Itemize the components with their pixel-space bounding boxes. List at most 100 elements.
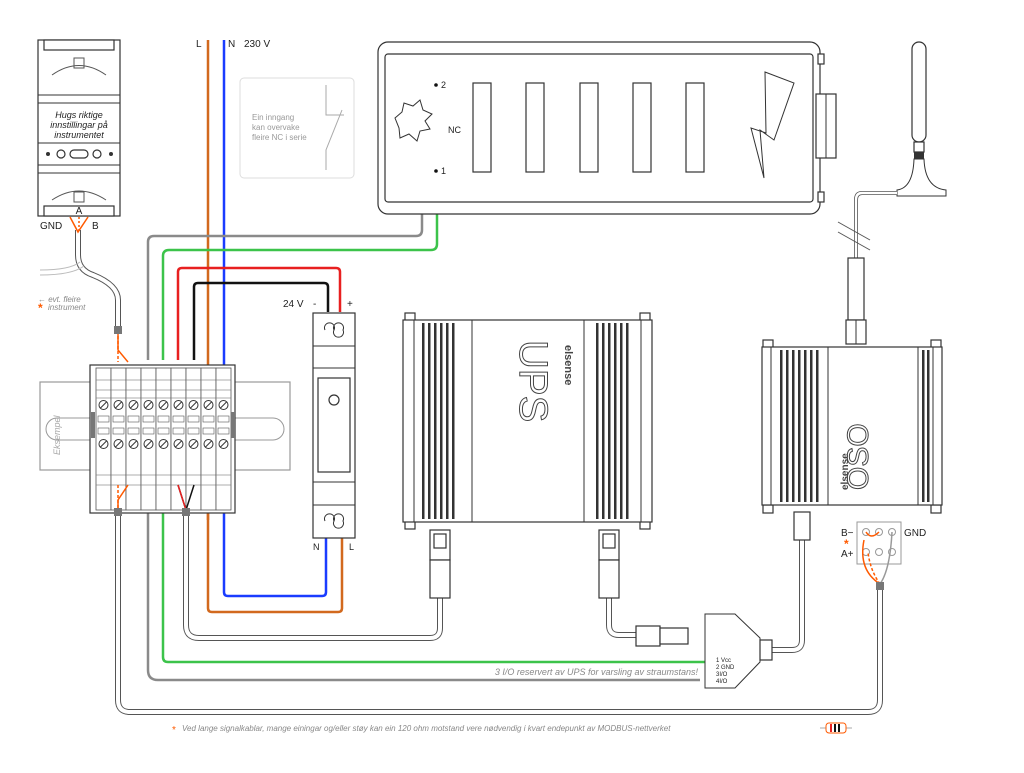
nc-info-box: Ein inngang kan overvake fleire NC i ser…	[239, 77, 355, 179]
footnote-asterisk: *	[172, 725, 176, 736]
more-instruments-line2: instrument	[48, 303, 86, 312]
meter-dot-icon	[46, 152, 50, 156]
oso-asterisk: *	[844, 537, 849, 551]
heatsink-fin	[816, 350, 819, 502]
nc-info-line2: kan overvake	[252, 123, 300, 132]
heatsink-fin	[927, 350, 930, 502]
din-rail-label: Eksempel	[52, 414, 62, 455]
psu-l-label: L	[349, 542, 354, 552]
heatsink-fin	[602, 323, 605, 519]
wire-mains-n	[222, 40, 328, 598]
wire-gray-bottom	[146, 510, 700, 682]
heatsink-fin	[620, 323, 623, 519]
lightning-bolt-icon	[750, 71, 795, 179]
heatsink-fin	[428, 323, 431, 519]
heatsink-fin	[792, 350, 795, 502]
wire-24v-plus	[176, 266, 342, 360]
oso-gnd: GND	[904, 528, 926, 539]
meter-next-button[interactable]	[92, 149, 102, 159]
meter-terminal-a: A	[76, 206, 83, 217]
terminal-module	[170, 367, 187, 511]
heatsink-fin	[798, 350, 801, 502]
terminal-module	[110, 367, 127, 511]
terminal-module	[215, 367, 232, 511]
oso-a-plus: A+	[841, 549, 854, 560]
heatsink-fin	[446, 323, 449, 519]
wire-nc-gray	[146, 70, 436, 360]
terminal-module	[155, 367, 172, 511]
terminal-module	[185, 367, 202, 511]
psu-voltage-label: 24 V	[283, 299, 304, 310]
heatsink-fin	[922, 350, 925, 502]
wire-mains-l	[206, 40, 344, 614]
nc-device: 2 1 NC	[377, 41, 837, 215]
heatsink-fin	[452, 323, 455, 519]
nc-label: NC	[448, 125, 461, 135]
meter-note-line3: instrumentet	[54, 130, 104, 140]
psu-plus: +	[347, 299, 353, 310]
more-instruments-asterisk: *	[38, 301, 43, 315]
wire-nc-green	[161, 172, 439, 360]
energy-meter: Hugs riktige innstillingar på instrument…	[37, 39, 121, 234]
ups-connector-right	[598, 529, 620, 599]
heatsink-fin	[780, 350, 783, 502]
heatsink-fin	[608, 323, 611, 519]
oso-device: OSO elsense	[761, 339, 943, 514]
heatsink-fin	[614, 323, 617, 519]
psu-24v: 24 V - + N L	[283, 299, 356, 552]
nc-switch-symbol-icon	[325, 85, 344, 170]
nc-info-line1: Ein inngang	[252, 113, 294, 122]
splitter-pin-1: 1 Vcc	[716, 658, 731, 664]
heatsink-fin	[810, 350, 813, 502]
psu-screw-bottom-icon	[324, 513, 344, 529]
heatsink-fin	[422, 323, 425, 519]
din-rail-terminal-block: Eksempel	[39, 326, 291, 516]
meter-prev-button[interactable]	[56, 149, 66, 159]
oso-name: OSO	[842, 423, 875, 490]
heatsink-fin	[434, 323, 437, 519]
resistor-icon	[820, 722, 852, 734]
heatsink-fin	[786, 350, 789, 502]
terminal-module	[95, 367, 112, 511]
splitter-pin-3: 3I/O	[716, 672, 728, 678]
oso-connector	[793, 511, 811, 541]
meter-ok-button[interactable]	[69, 149, 89, 159]
psu-screw-top-icon	[324, 322, 344, 338]
ups-device: UPS elsense	[402, 312, 653, 530]
oso-brand: elsense	[840, 453, 851, 490]
nc-pin-1: 1	[441, 166, 446, 176]
splitter-pin-4: 4I/O	[716, 679, 728, 685]
meter-terminal-gnd: GND	[40, 221, 62, 232]
wire-green-bottom	[161, 510, 708, 664]
oso-modbus-terminal: B− * A+ GND	[841, 521, 926, 590]
splitter-pin-2: 2 GND	[716, 665, 735, 671]
psu-minus: -	[313, 299, 316, 310]
terminal-module	[140, 367, 157, 511]
meter-note-line1: Hugs riktige	[55, 110, 103, 120]
more-instruments-line1: ← evt. fleire	[38, 295, 81, 304]
io-reserved-note: 3 I/O reservert av UPS for varsling av s…	[495, 667, 699, 677]
heatsink-fin	[440, 323, 443, 519]
nc-gland-icon	[394, 99, 433, 142]
mains-n-label: N	[228, 39, 235, 50]
nc-info-line3: fleire NC i serie	[252, 133, 307, 142]
mains-voltage-label: 230 V	[244, 39, 270, 50]
heatsink-fin	[596, 323, 599, 519]
mains-l-label: L	[196, 39, 202, 50]
meter-led-icon	[109, 152, 113, 156]
ups-name: UPS	[511, 340, 555, 422]
terminal-module	[125, 367, 142, 511]
ups-brand: elsense	[562, 345, 574, 385]
heatsink-fin	[804, 350, 807, 502]
meter-note-line2: innstillingar på	[50, 120, 108, 130]
psu-n-label: N	[313, 542, 320, 552]
ups-connector-left	[429, 529, 451, 599]
antenna	[837, 41, 947, 345]
nc-pin-2: 2	[441, 80, 446, 90]
wire-24v-minus	[192, 281, 330, 360]
heatsink-fin	[626, 323, 629, 519]
meter-terminal-b: B	[92, 221, 99, 232]
footnote-text: Ved lange signalkablar, mange einingar o…	[182, 724, 671, 733]
terminal-module	[200, 367, 217, 511]
